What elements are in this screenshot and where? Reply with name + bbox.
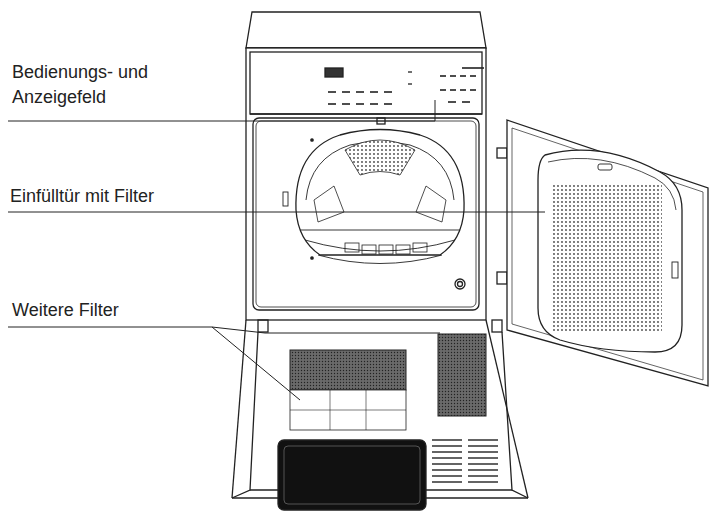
part-label: Bedienungs- und Anzeigefeld xyxy=(12,60,187,110)
part-label: Weitere Filter xyxy=(12,298,212,323)
dryer-body xyxy=(232,12,708,510)
part-label: Einfülltür mit Filter xyxy=(10,184,270,209)
leader-lines xyxy=(8,100,545,400)
